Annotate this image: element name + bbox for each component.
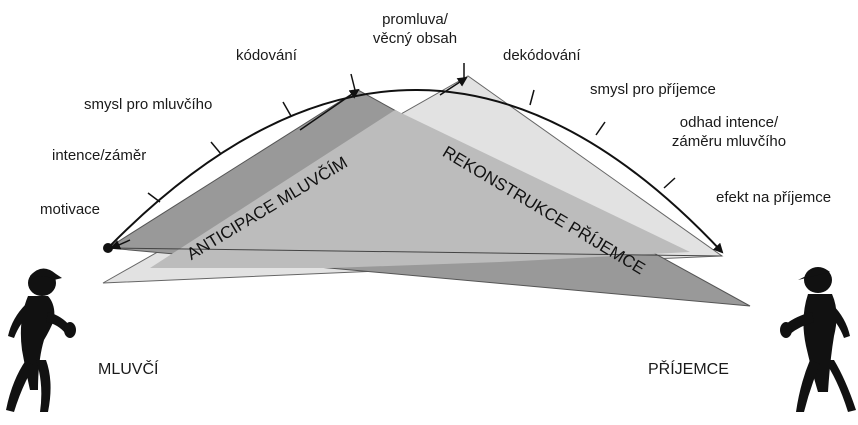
- speaker-hand: [64, 322, 76, 338]
- arc-ticks: [147, 63, 676, 203]
- label-promluva-line1: promluva/: [382, 11, 448, 28]
- label-promluva-line2: věcný obsah: [372, 30, 458, 47]
- receiver-leg-right: [824, 360, 856, 412]
- arrow-to-promluva: [439, 76, 468, 96]
- speaker-leg-left: [6, 360, 34, 412]
- label-smysl-prijemce: smysl pro příjemce: [590, 81, 716, 98]
- triangle-overlap: [150, 110, 690, 268]
- arrow-to-kodovani: [299, 88, 360, 131]
- receiver-leg-left: [796, 360, 820, 412]
- speaker-cap: [30, 268, 62, 280]
- speaker-arm-back: [8, 304, 32, 338]
- receiver-label: PŘÍJEMCE: [648, 361, 729, 378]
- tick-smysl-mluvciho: [282, 101, 292, 117]
- speaker-label: MLUVČÍ: [98, 361, 159, 378]
- speaker-arm: [46, 312, 70, 334]
- speaker-leg-right: [36, 360, 51, 412]
- label-dekodovani: dekódování: [503, 47, 581, 64]
- receiver-arm-back: [826, 304, 850, 338]
- tick-dekodovani: [529, 89, 535, 106]
- communication-arc: [107, 89, 724, 254]
- tick-smysl-prijemce: [595, 121, 606, 136]
- label-smysl-mluvciho: smysl pro mluvčího: [84, 96, 213, 113]
- label-odhad-line2: záměru mluvčího: [671, 133, 787, 150]
- tick-motivace: [147, 192, 161, 203]
- arrow-left-start: [110, 239, 131, 250]
- label-odhad-line1: odhad intence/: [679, 114, 779, 131]
- label-promluva: promluva/ věcný obsah: [355, 10, 475, 48]
- speaker-figure: [6, 268, 76, 412]
- label-odhad: odhad intence/ záměru mluvčího: [654, 113, 804, 151]
- receiver-hand: [780, 322, 792, 338]
- label-kodovani: kódování: [236, 47, 297, 64]
- receiver-cap: [798, 267, 830, 280]
- tick-kodovani: [350, 73, 356, 91]
- label-motivace: motivace: [40, 201, 101, 218]
- tick-intence: [210, 141, 222, 155]
- receiver-figure: [780, 267, 856, 412]
- receiver-arm: [786, 312, 814, 334]
- label-efekt: efekt na příjemce: [716, 189, 832, 206]
- label-intence: intence/záměr: [52, 147, 147, 164]
- start-dot: [103, 243, 113, 253]
- baseline-line: [107, 247, 723, 257]
- tick-odhad: [663, 177, 676, 189]
